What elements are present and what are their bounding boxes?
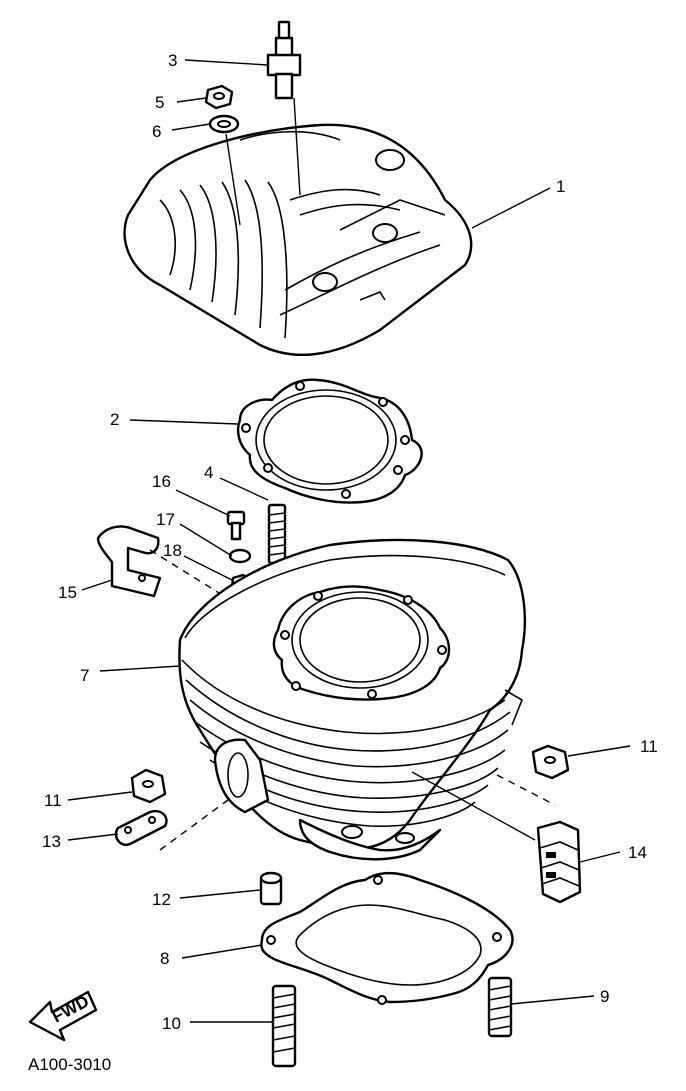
dowel-pin-12 bbox=[259, 871, 283, 906]
callout-10: 10 bbox=[162, 1014, 181, 1033]
callout-12: 12 bbox=[152, 890, 171, 909]
washer-17 bbox=[228, 548, 252, 564]
head-gasket bbox=[236, 378, 423, 504]
stud-bolt-4 bbox=[267, 503, 287, 565]
callout-8: 8 bbox=[160, 949, 169, 968]
callout-2: 2 bbox=[110, 410, 119, 429]
damper-14 bbox=[411, 771, 582, 904]
nut-11-left bbox=[130, 768, 167, 804]
callout-13: 13 bbox=[42, 832, 61, 851]
bolt-16 bbox=[226, 510, 246, 541]
callout-17: 17 bbox=[156, 510, 175, 529]
cylinder-head bbox=[123, 123, 473, 357]
callout-14: 14 bbox=[628, 843, 647, 862]
callout-5: 5 bbox=[155, 93, 164, 112]
drawing-code: A100-3010 bbox=[28, 1055, 111, 1074]
callout-3: 3 bbox=[168, 51, 177, 70]
nut-11-right bbox=[531, 744, 570, 780]
stud-bolt-10 bbox=[271, 984, 297, 1068]
fwd-arrow-icon: FWD bbox=[28, 990, 98, 1042]
callout-6: 6 bbox=[152, 122, 161, 141]
plate-13 bbox=[114, 799, 229, 851]
callout-15: 15 bbox=[58, 583, 77, 602]
spark-plug bbox=[266, 20, 302, 196]
callout-16: 16 bbox=[152, 472, 171, 491]
callout-9: 9 bbox=[600, 987, 609, 1006]
leader-lines bbox=[67, 59, 631, 1023]
bracket-15 bbox=[96, 525, 241, 607]
base-gasket bbox=[260, 872, 514, 1005]
callout-18: 18 bbox=[163, 541, 182, 560]
callout-7: 7 bbox=[80, 666, 89, 685]
callout-1: 1 bbox=[556, 177, 565, 196]
nut-5 bbox=[204, 84, 234, 110]
callout-4: 4 bbox=[204, 463, 213, 482]
cylinder bbox=[178, 538, 527, 861]
callout-11-left: 11 bbox=[44, 791, 62, 810]
callout-11-right: 11 bbox=[640, 737, 658, 756]
stud-bolt-9 bbox=[487, 976, 513, 1038]
callout-labels: 3 5 6 1 2 4 16 17 18 15 7 11 11 13 14 12… bbox=[28, 51, 658, 1074]
